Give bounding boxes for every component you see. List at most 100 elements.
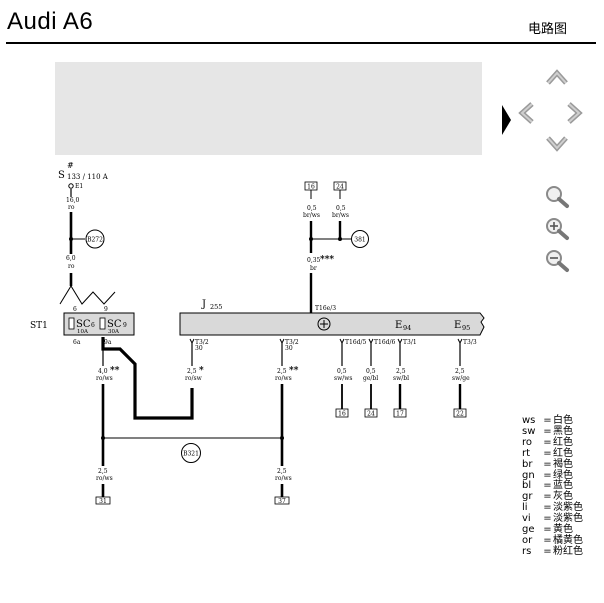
st1-label: ST1 (30, 321, 48, 331)
connector-b272 (85, 229, 105, 249)
legend-color-name: 橘黄色 (553, 534, 583, 546)
legend-code: gr (522, 491, 533, 503)
wire-color-label: ro/ws (96, 475, 113, 482)
legend-equals: = (543, 534, 552, 546)
connector-label: B321 (183, 451, 199, 458)
wire-label: 0,35 (307, 257, 321, 264)
legend-equals: = (543, 545, 552, 557)
legend-row: gr=灰色 (522, 491, 583, 503)
legend-color-name: 淡紫色 (553, 513, 583, 525)
connector-box-label: 24 (336, 184, 344, 191)
module-j255 (179, 312, 485, 336)
wire-color-label: sw/bl (393, 375, 409, 382)
connector-box-22 (453, 408, 467, 418)
down-arrow-icon[interactable] (546, 136, 568, 152)
legend-equals: = (543, 513, 552, 525)
fuse-link-shape (59, 285, 116, 305)
fuse-sc9-number: 9 (123, 322, 127, 329)
page-header: Audi A6 电路图 (0, 0, 604, 44)
legend-equals: = (543, 447, 552, 459)
legend-row: vi =淡紫色 (522, 513, 583, 525)
junction-dot (101, 436, 105, 440)
legend-equals: = (543, 425, 552, 437)
legend-code: rs (522, 545, 532, 557)
right-arrow-icon[interactable] (567, 102, 583, 124)
legend-color-name: 红色 (553, 436, 573, 448)
fuse-carrier-st1 (63, 312, 135, 336)
wire-color-label: ro/ws (275, 475, 292, 482)
switch-e95-number: 95 (462, 324, 470, 332)
legend-code: rt (522, 447, 531, 459)
zoom-in-icon[interactable] (546, 218, 569, 240)
legend-row: ge=黄色 (522, 524, 583, 536)
pin-arrow-icon (368, 338, 374, 345)
pin-arrow-icon (397, 338, 403, 345)
wire-label: 2,5 (396, 368, 406, 375)
connector-b321 (181, 443, 201, 463)
connector-box-16 (335, 408, 349, 418)
note-marker: * (199, 366, 204, 376)
legend-color-name: 黄色 (553, 524, 573, 536)
legend-row: ws=白色 (522, 415, 583, 427)
wire-color-label: ro/ws (96, 375, 113, 382)
legend-row: ro=红色 (522, 436, 583, 449)
legend-color-name: 灰色 (553, 491, 573, 503)
search-icon[interactable] (546, 186, 569, 208)
wire-color-label: ge/bl (363, 375, 378, 382)
wire-label: 2,5 (277, 468, 287, 475)
pin-label: T3/3 (463, 339, 477, 346)
wire-label: 6,0 (66, 255, 76, 262)
switch-e94-number: 94 (403, 324, 411, 332)
pin-label: T16d/6 (374, 339, 395, 346)
wire-label: 16,0 (66, 197, 80, 204)
left-arrow-icon[interactable] (518, 102, 534, 124)
legend-row: or =橘黄色 (522, 534, 583, 547)
connector-box-label: 31 (99, 498, 107, 505)
header-divider (6, 42, 596, 44)
legend-code: vi (522, 513, 531, 525)
connector-381 (351, 230, 369, 248)
brand-title: Audi A6 (7, 8, 94, 35)
legend-row: br=褐色 (522, 459, 583, 471)
connector-box-label: 22 (456, 411, 464, 418)
legend-color-name: 粉红色 (553, 545, 583, 557)
fuse-sc6-body (68, 317, 75, 330)
pin-label: 30 (285, 345, 293, 352)
pin-label: 9a (104, 339, 112, 346)
legend-code: sw (522, 425, 536, 437)
note-marker: ** (289, 366, 299, 376)
legend-equals: = (543, 524, 552, 536)
legend-color-name: 蓝色 (553, 480, 573, 492)
up-arrow-icon[interactable] (546, 69, 568, 85)
junction-dot (280, 436, 284, 440)
pin-arrow-icon (189, 338, 195, 345)
pin-label: 30 (195, 345, 203, 352)
fuse-sc6-amp: 10A (77, 329, 89, 335)
connector-box-label: 37 (278, 498, 286, 505)
legend-color-name: 绿色 (553, 469, 573, 481)
zoom-out-icon[interactable] (546, 250, 569, 272)
wire-color-label: ro/sw (185, 375, 203, 382)
wire-label: 2,5 (187, 368, 197, 375)
fuse-sc6-number: 6 (91, 322, 95, 329)
wire-color-label: br/ws (303, 212, 320, 219)
fuse-label: S (58, 170, 65, 181)
wire-color-label: ro (68, 263, 75, 270)
legend-code: or (522, 534, 533, 546)
pin-label: T3/2 (195, 339, 209, 346)
legend-color-name: 红色 (553, 447, 573, 459)
fuse-sc9-amp: 30A (108, 329, 120, 335)
connector-box-label: 16 (307, 184, 315, 191)
pin-arrow-icon (279, 338, 285, 345)
junction-dot (309, 237, 313, 241)
e1-label: E1 (75, 183, 83, 190)
connector-box-label: 16 (338, 411, 346, 418)
wire-color-label: br/ws (332, 212, 349, 219)
fuse-rating: 133 / 110 A (67, 173, 109, 181)
pin-label: 6a (73, 339, 81, 346)
terminal-e1 (68, 183, 74, 189)
legend-color-name: 白色 (553, 415, 573, 426)
wire-color-label: ro/ws (275, 375, 292, 382)
legend-equals: = (543, 469, 552, 481)
